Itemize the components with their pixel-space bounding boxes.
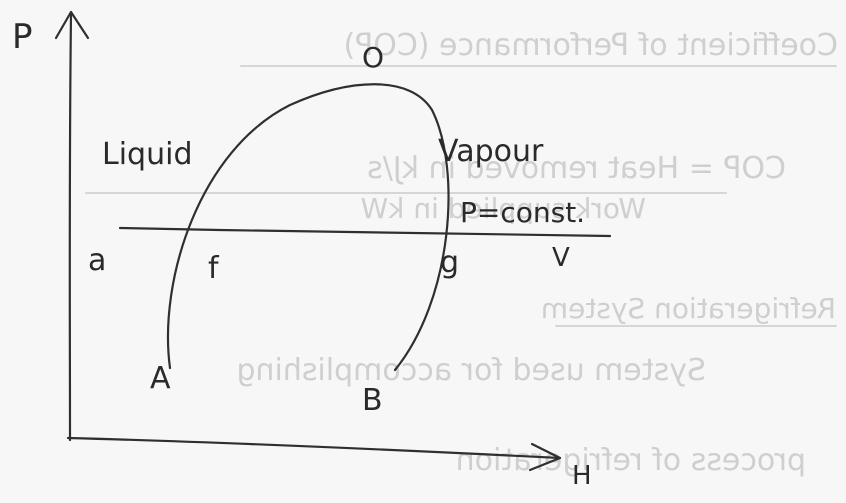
liquid-region-label: Liquid — [102, 137, 192, 172]
point-A-label: A — [150, 361, 171, 396]
point-B-label: B — [362, 383, 383, 418]
point-f-label: f — [208, 251, 220, 286]
bleed-line-6: process of refrigeration — [456, 443, 806, 478]
bleed-line-4: Refrigeration System — [541, 292, 836, 325]
point-v-label: V — [552, 243, 570, 273]
x-axis-label: H — [572, 461, 592, 491]
constant-pressure-label: P=const. — [460, 196, 585, 229]
constant-pressure-line — [118, 226, 612, 238]
critical-point-label: O — [362, 41, 384, 74]
bleed-line-1: Coefficient of Performance (COP) — [343, 28, 838, 63]
bleed-line-3: Work supplied in kW — [361, 192, 646, 225]
y-axis-arrowhead — [54, 10, 90, 40]
diagram-labels: P H O Liquid Vapour P=const. a f g V A B — [12, 17, 592, 491]
y-axis-label: P — [12, 17, 33, 57]
bleed-line-2: COP = Heat removed in kJ/s — [367, 151, 786, 186]
x-axis — [66, 436, 562, 460]
x-axis-arrowhead — [528, 442, 562, 472]
bleed-through-layer: Coefficient of Performance (COP) COP = H… — [85, 28, 838, 478]
vapour-region-label: Vapour — [438, 134, 544, 169]
y-axis — [68, 12, 73, 442]
axes — [54, 10, 562, 472]
saturation-dome-curve — [166, 83, 450, 372]
point-a-label: a — [88, 243, 106, 278]
bleed-line-5: System used for accomplishing — [236, 353, 706, 388]
point-g-label: g — [440, 245, 459, 280]
